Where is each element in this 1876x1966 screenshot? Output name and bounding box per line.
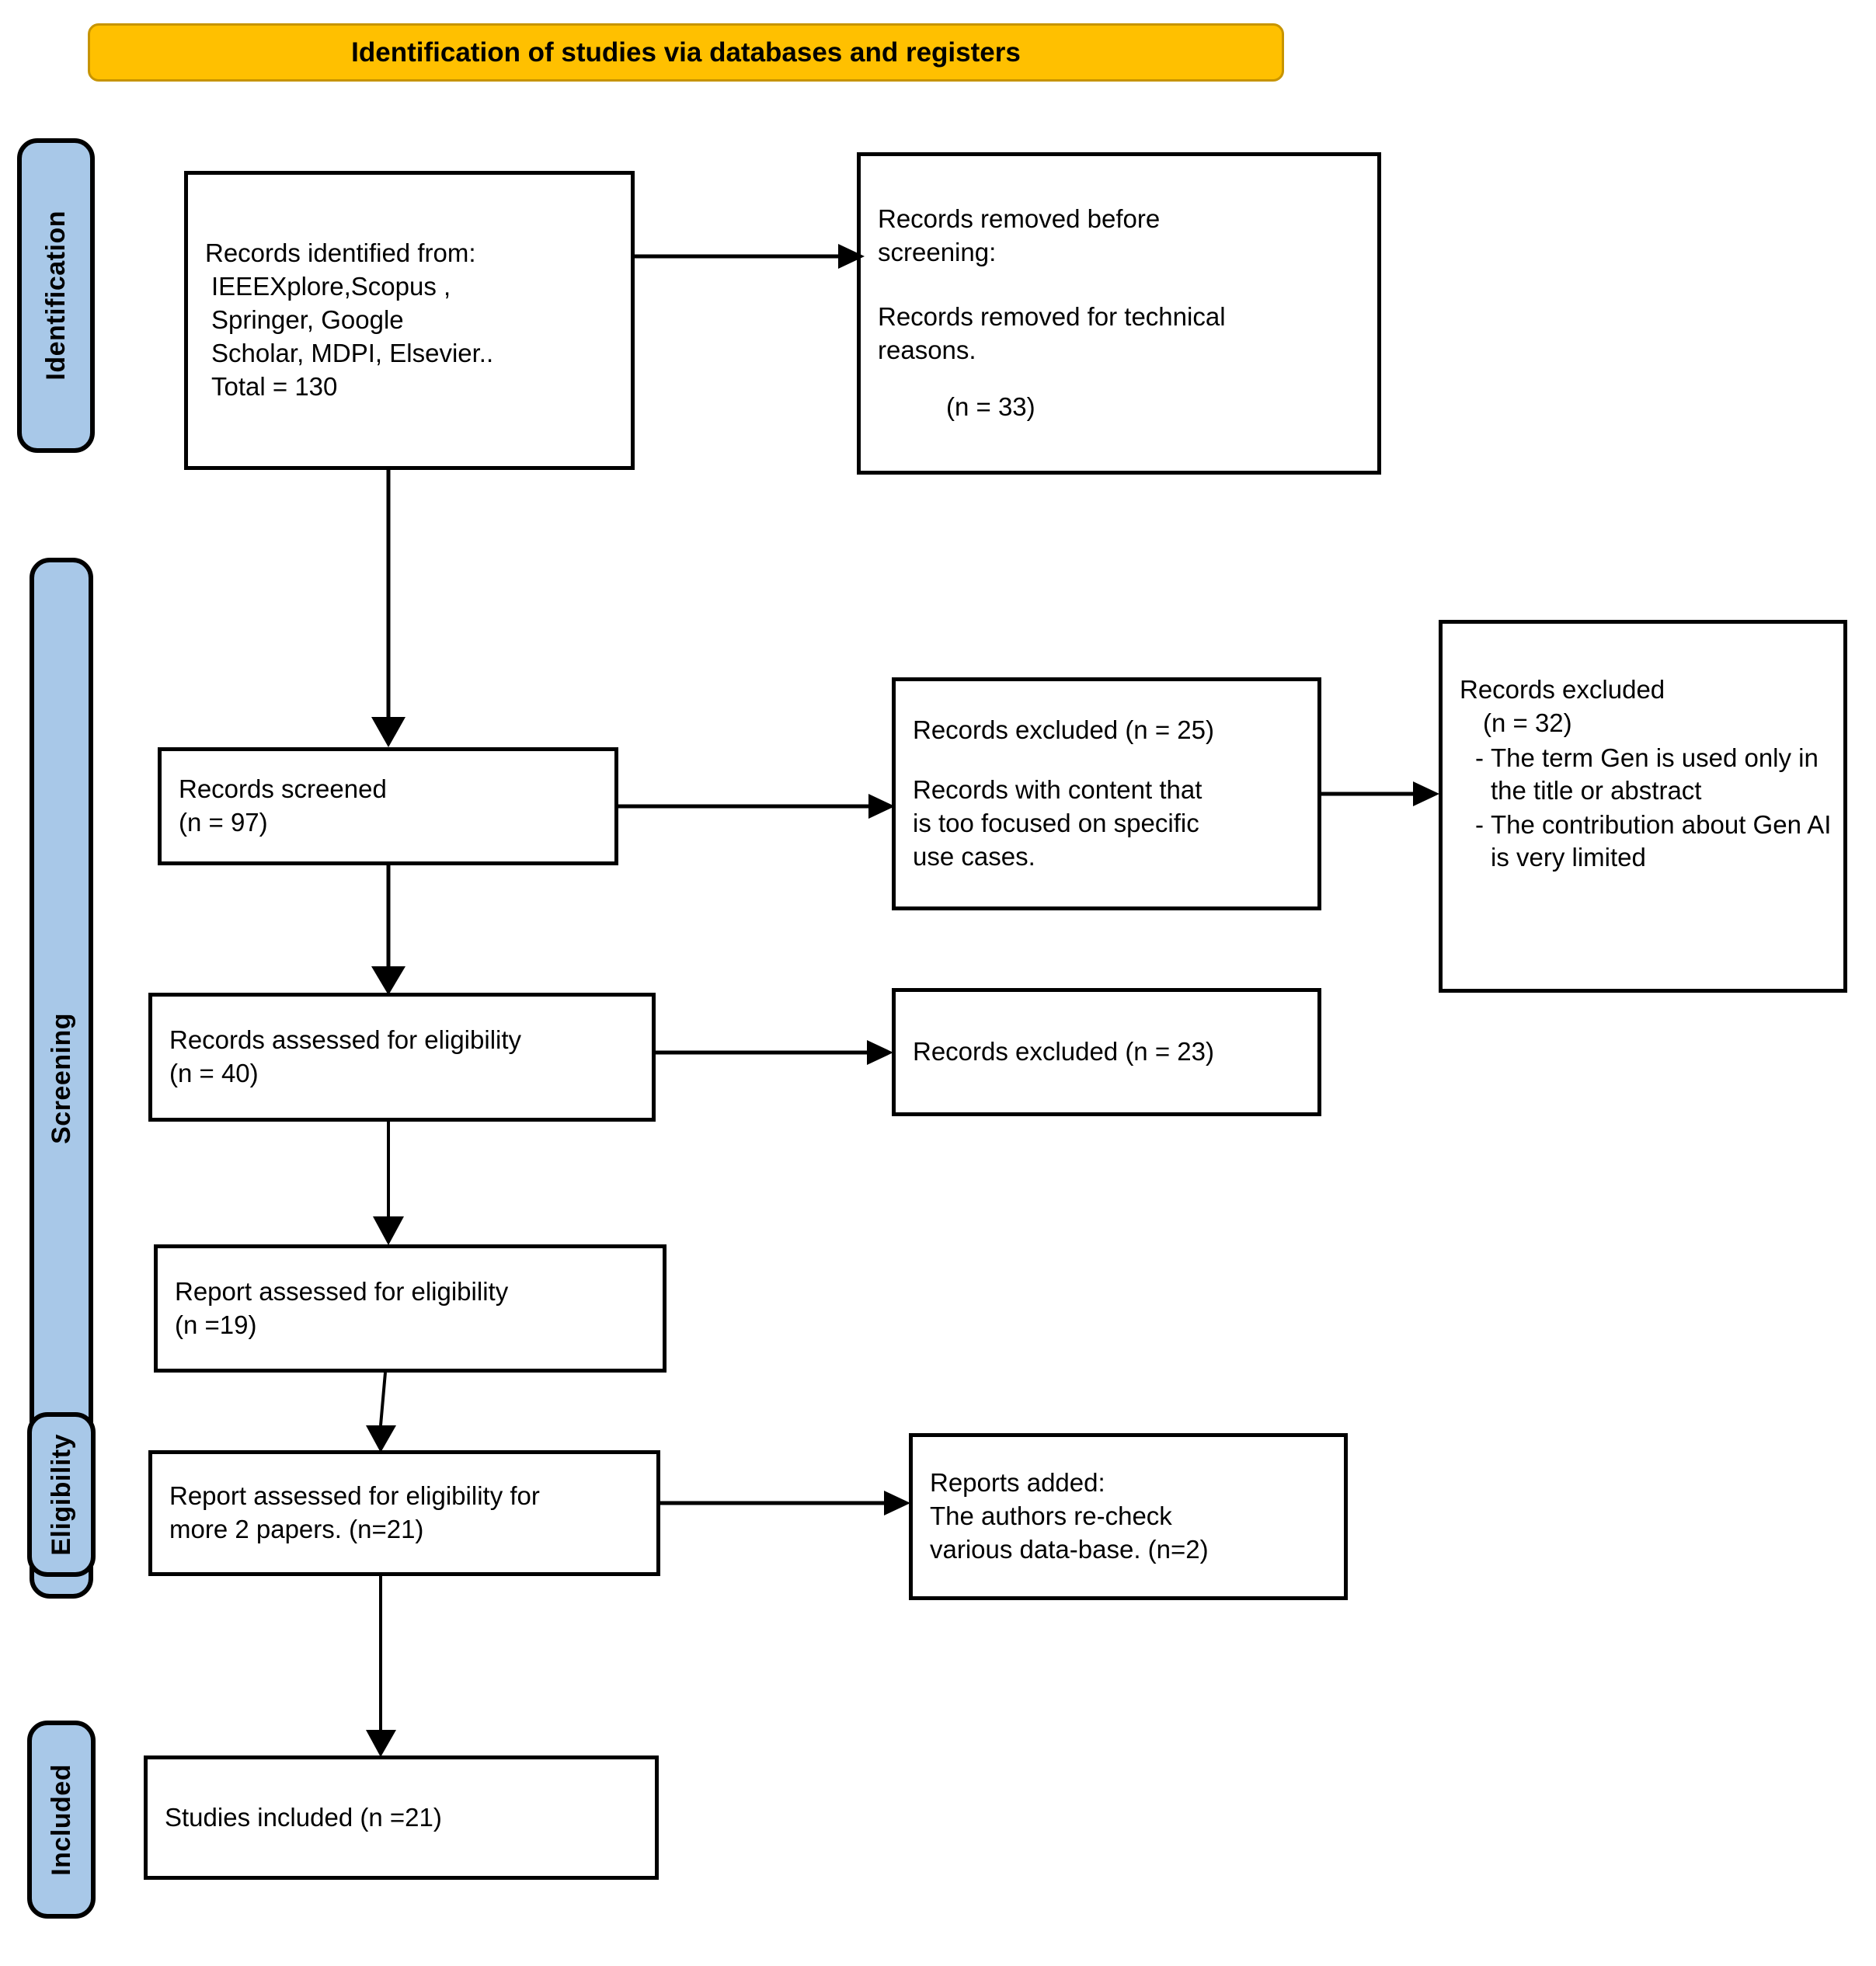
records-removed-line3: Records removed for technical (878, 302, 1226, 332)
records-assessed-40-line2: (n = 40) (169, 1059, 259, 1087)
list-item: - The contribution about Gen AI is very … (1443, 809, 1843, 874)
reports-added-line2: The authors re-check (930, 1501, 1172, 1531)
box-reports-added: Reports added: The authors re-check vari… (909, 1433, 1348, 1600)
box-records-identified: Records identified from: IEEEXplore,Scop… (184, 171, 635, 470)
records-excluded-32-line2: (n = 32) (1483, 708, 1572, 737)
records-identified-line3: Springer, Google (211, 305, 404, 335)
box-records-removed: Records removed before screening: Record… (857, 152, 1381, 475)
box-records-assessed-40: Records assessed for eligibility (n = 40… (148, 993, 656, 1122)
box-studies-included: Studies included (n =21) (144, 1755, 659, 1880)
arrow-report-21-to-studies-included (366, 1576, 396, 1757)
bullet-dash-icon: - (1475, 743, 1484, 772)
records-excluded-25-spacer (896, 747, 1317, 774)
reports-added-line1: Reports added: (930, 1468, 1105, 1498)
report-assessed-19-line2: (n =19) (175, 1310, 257, 1339)
arrow-identified-to-removed (635, 244, 865, 269)
records-excluded-23-line1: Records excluded (n = 23) (913, 1037, 1214, 1067)
records-identified-line2: IEEEXplore,Scopus , (211, 272, 451, 301)
page-title: Identification of studies via databases … (351, 37, 1021, 68)
records-excluded-25-line1: Records excluded (n = 25) (913, 715, 1214, 745)
bullet-dash-icon: - (1475, 810, 1484, 840)
arrow-report-19-to-report-21 (366, 1372, 396, 1453)
arrow-excluded-25-to-excluded-32 (1321, 781, 1439, 806)
box-records-screened: Records screened (n = 97) (158, 747, 618, 865)
stage-label-identification: Identification (40, 211, 71, 381)
records-removed-line2: screening: (878, 238, 997, 267)
bullet-text: The term Gen is used only in the title o… (1491, 743, 1819, 806)
studies-included-line1: Studies included (n =21) (165, 1802, 442, 1832)
list-item: - The term Gen is used only in the title… (1443, 742, 1843, 807)
box-records-excluded-32: Records excluded (n = 32) - The term Gen… (1439, 620, 1847, 993)
report-assessed-19-line1: Report assessed for eligibility (175, 1276, 509, 1306)
reports-added-line3: various data-base. (n=2) (930, 1534, 1209, 1564)
arrow-identified-to-screened (371, 470, 405, 747)
box-report-assessed-19: Report assessed for eligibility (n =19) (154, 1244, 667, 1373)
records-excluded-32-line1: Records excluded (1460, 675, 1665, 704)
records-removed-spacer-2 (861, 367, 1377, 391)
stage-label-included: Included (46, 1763, 76, 1876)
records-identified-line5: Total = 130 (211, 371, 338, 401)
arrow-report-21-to-reports-added (660, 1491, 910, 1515)
records-excluded-25-line3: is too focused on specific (913, 809, 1199, 837)
arrow-assessed-40-to-excluded-23 (656, 1040, 893, 1065)
records-removed-count: (n = 33) (946, 391, 1035, 421)
stage-bar-eligibility: Eligibility (27, 1412, 96, 1577)
arrow-screened-to-assessed-40 (371, 865, 405, 995)
box-records-excluded-25: Records excluded (n = 25) Records with c… (892, 677, 1321, 910)
records-excluded-25-line2: Records with content that (913, 775, 1203, 805)
records-removed-spacer (861, 270, 1377, 301)
report-assessed-21-line1: Report assessed for eligibility for (169, 1481, 540, 1511)
records-screened-line1: Records screened (179, 774, 387, 804)
stage-label-eligibility: Eligibility (46, 1433, 76, 1556)
stage-bar-included: Included (27, 1721, 96, 1919)
box-records-excluded-23: Records excluded (n = 23) (892, 988, 1321, 1116)
records-excluded-32-reason-list: - The term Gen is used only in the title… (1443, 740, 1843, 875)
box-report-assessed-21: Report assessed for eligibility for more… (148, 1450, 660, 1576)
records-identified-line1: Records identified from: (205, 238, 476, 268)
arrow-assessed-40-to-report-19 (373, 1122, 404, 1245)
diagram-header-banner: Identification of studies via databases … (88, 23, 1284, 82)
records-removed-line4: reasons. (878, 335, 976, 364)
records-excluded-25-line4: use cases. (913, 841, 1035, 871)
records-assessed-40-line1: Records assessed for eligibility (169, 1025, 522, 1055)
stage-label-screening: Screening (46, 1012, 76, 1144)
arrow-screened-to-excluded-25 (618, 794, 895, 819)
records-screened-line2: (n = 97) (179, 808, 268, 837)
records-identified-line4: Scholar, MDPI, Elsevier.. (211, 338, 494, 367)
report-assessed-21-line2: more 2 papers. (n=21) (169, 1515, 424, 1543)
bullet-text: The contribution about Gen AI is very li… (1491, 810, 1832, 872)
records-removed-line1: Records removed before (878, 204, 1161, 234)
stage-bar-identification: Identification (17, 138, 95, 453)
